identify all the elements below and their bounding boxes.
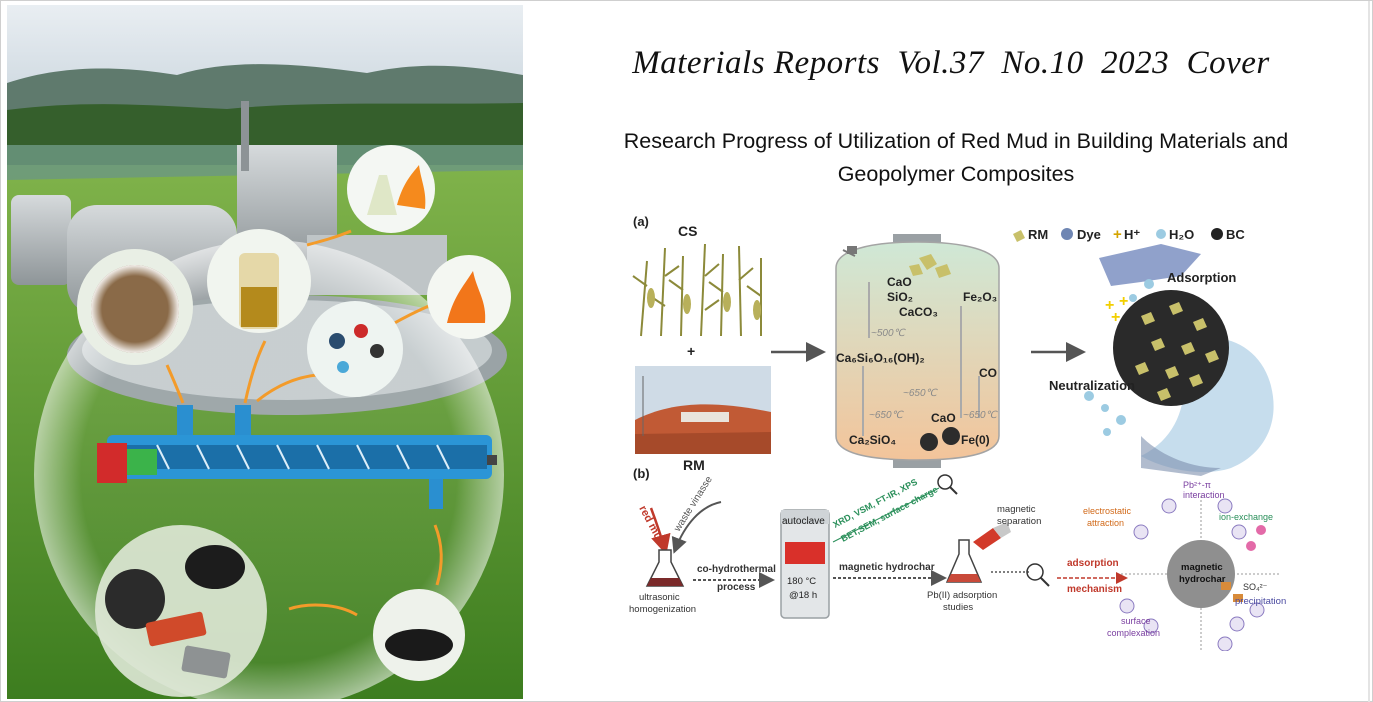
plus-icon: + [1113, 226, 1122, 243]
reactor-temp-650-c: ~650℃ [963, 410, 999, 421]
homogenization-label: homogenization [629, 604, 696, 615]
legend-rm: RM [1028, 227, 1048, 242]
pb-adsorption-1: Pb(II) adsorption [927, 590, 997, 601]
adsorption-mechanism-2: mechanism [1067, 584, 1122, 595]
ultrasonic-label: ultrasonic [639, 592, 680, 603]
reactor-ca-silicate: Ca₆Si₆O₁₆(OH)₂ [836, 351, 925, 365]
autoclave-label: autoclave [782, 516, 825, 527]
time-label: @18 h [789, 590, 817, 601]
neutralization-label: Neutralization [1049, 378, 1135, 393]
pb-adsorption-flask [945, 539, 983, 583]
article-title: Research Progress of Utilization of Red … [571, 125, 1341, 191]
center-label-2: hydrochar [1179, 574, 1226, 585]
so4-label: SO₄²⁻ [1243, 582, 1268, 592]
pyrolysis-reactor [835, 234, 1000, 468]
center-label-1: magnetic [1181, 562, 1223, 573]
reactor-ca2sio4: Ca₂SiO₄ [849, 433, 896, 447]
magnetic-separation-2: separation [997, 516, 1041, 527]
adsorption-label: Adsorption [1167, 270, 1236, 285]
svg-text:+: + [1111, 309, 1120, 326]
magnetic-hydrochar-label: magnetic hydrochar [839, 562, 935, 573]
article-title-line-1: Research Progress of Utilization of Red … [623, 129, 1289, 153]
waste-vinasse-label: waste vinasse [672, 474, 715, 534]
electrostatic-2: attraction [1087, 518, 1124, 528]
surface-label-2: complexation [1107, 628, 1160, 638]
cover-illustration [7, 5, 523, 699]
mechanism-diagram [1119, 496, 1281, 651]
rm-chunk-icon [1013, 230, 1025, 242]
pb-adsorption-2: studies [943, 602, 973, 613]
reactor-temp-500: ~500℃ [871, 328, 907, 339]
journal-title: Materials Reports Vol.37 No.10 2023 Cove… [632, 45, 1270, 81]
autoclave-vessel [780, 509, 830, 619]
reactor-fe0: Fe(0) [961, 433, 990, 447]
reactor-caco3: CaCO₃ [899, 305, 938, 319]
reactor-temp-650-a: ~650℃ [903, 388, 939, 399]
reactor-co: CO [979, 366, 997, 380]
legend-dye: Dye [1077, 227, 1101, 242]
magnifier-icon [1026, 563, 1044, 581]
ion-exchange-label: ion-exchange [1219, 512, 1273, 522]
graphical-abstract: (a) CS + [621, 206, 1291, 651]
plus-sign: + [687, 343, 695, 359]
panel-a-label: (a) [633, 214, 649, 229]
co-hydrothermal-label: co-hydrothermal [697, 564, 776, 575]
reactor-sio2: SiO₂ [887, 290, 913, 304]
pb-pi-2: interaction [1183, 490, 1225, 500]
pb-pi-1: Pb²⁺-π [1183, 480, 1211, 490]
process-label: process [717, 582, 756, 593]
legend-bc: BC [1226, 227, 1245, 242]
legend-h-plus: H⁺ [1124, 227, 1140, 242]
right-edge-scrollbar [1368, 1, 1370, 702]
rm-label: RM [683, 457, 705, 473]
temp-label: 180 °C [787, 576, 816, 587]
panel-b-label: (b) [633, 466, 650, 481]
electrostatic-1: electrostatic [1083, 506, 1132, 516]
reactor-fe2o3: Fe₂O₃ [963, 290, 997, 304]
surface-label-1: surface [1121, 616, 1151, 626]
precipitation-label: precipitation [1235, 596, 1286, 607]
article-title-line-2: Geopolymer Composites [837, 162, 1075, 186]
mixing-flask [645, 549, 685, 587]
characterization-note [832, 474, 958, 543]
legend-h2o: H₂O [1169, 227, 1194, 242]
adsorbent-particle: +++ [1084, 244, 1274, 476]
red-mud-arrow [649, 507, 671, 555]
reactor-cao-top: CaO [887, 275, 912, 289]
reactor-temp-650-b: ~650℃ [869, 410, 905, 421]
cs-label: CS [678, 223, 697, 239]
bc-sphere-icon [1211, 228, 1223, 240]
red-mud-photo [635, 366, 771, 454]
adsorption-mechanism-1: adsorption [1067, 558, 1119, 569]
magnet-icon [973, 522, 1011, 550]
svg-text:+: + [1105, 297, 1114, 314]
vinasse-arrow [671, 501, 722, 554]
magnetic-separation-1: magnetic [997, 504, 1036, 515]
reactor-cao-bottom: CaO [931, 411, 956, 425]
svg-text:+: + [1119, 293, 1128, 310]
dye-sphere-icon [1061, 228, 1073, 240]
legend: RM Dye + H⁺ H₂O BC [1013, 226, 1245, 243]
water-sphere-icon [1156, 229, 1166, 239]
corn-stalks-image [632, 243, 762, 337]
